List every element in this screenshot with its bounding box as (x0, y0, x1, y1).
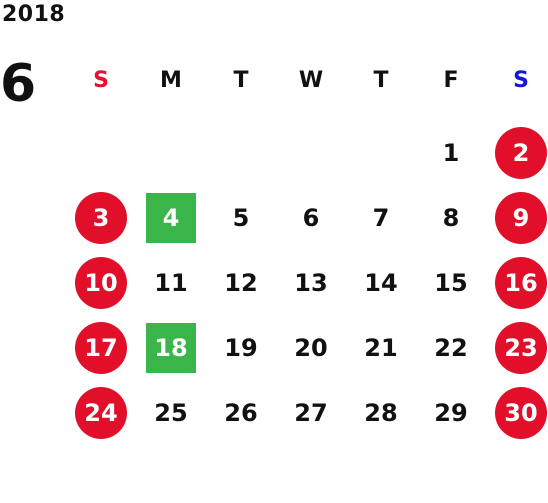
day-number: 1 (442, 138, 460, 167)
day-cell[interactable]: 13 (276, 250, 346, 315)
holiday-day-marker: 17 (75, 321, 127, 374)
day-cell[interactable]: 11 (136, 250, 206, 315)
day-cell[interactable]: 26 (206, 380, 276, 445)
day-number: 13 (294, 268, 328, 297)
day-number: 15 (434, 268, 468, 297)
weekday-header-thu: T (373, 67, 389, 93)
weekday-header-tue: T (233, 67, 249, 93)
day-cell[interactable]: 25 (136, 380, 206, 445)
empty-day-cell (276, 120, 346, 185)
holiday-day-marker: 16 (495, 256, 547, 309)
day-number: 8 (442, 203, 460, 232)
day-cell[interactable]: 28 (346, 380, 416, 445)
day-number: 21 (364, 333, 398, 362)
day-number: 14 (364, 268, 398, 297)
day-cell[interactable]: 24 (66, 380, 136, 445)
day-number: 22 (434, 333, 468, 362)
day-number: 5 (232, 203, 250, 232)
day-cell[interactable]: 1 (416, 120, 486, 185)
weekday-header-sun: S (93, 67, 109, 93)
day-cell[interactable]: 22 (416, 315, 486, 380)
holiday-day-marker: 2 (495, 126, 547, 179)
day-number: 28 (364, 398, 398, 427)
day-cell[interactable]: 10 (66, 250, 136, 315)
day-cell[interactable]: 2 (486, 120, 548, 185)
holiday-day-marker: 30 (495, 386, 547, 439)
day-cell[interactable]: 19 (206, 315, 276, 380)
empty-day-cell (346, 120, 416, 185)
highlighted-day-marker: 18 (146, 322, 196, 373)
day-number: 11 (154, 268, 188, 297)
day-cell[interactable]: 29 (416, 380, 486, 445)
day-number: 20 (294, 333, 328, 362)
day-cell[interactable]: 27 (276, 380, 346, 445)
day-cell[interactable]: 7 (346, 185, 416, 250)
day-number: 7 (372, 203, 390, 232)
day-number: 26 (224, 398, 258, 427)
day-cell[interactable]: 4 (136, 185, 206, 250)
day-cell[interactable]: 30 (486, 380, 548, 445)
day-number: 12 (224, 268, 258, 297)
month-label: 6 (0, 54, 37, 114)
day-cell[interactable]: 16 (486, 250, 548, 315)
day-cell[interactable]: 18 (136, 315, 206, 380)
weekday-header-sat: S (513, 67, 529, 93)
weekday-header-wed: W (298, 67, 324, 93)
empty-day-cell (206, 120, 276, 185)
day-cell[interactable]: 23 (486, 315, 548, 380)
holiday-day-marker: 24 (75, 386, 127, 439)
day-cell[interactable]: 12 (206, 250, 276, 315)
day-cell[interactable]: 20 (276, 315, 346, 380)
day-cell[interactable]: 6 (276, 185, 346, 250)
holiday-day-marker: 10 (75, 256, 127, 309)
day-cell[interactable]: 21 (346, 315, 416, 380)
day-cell[interactable]: 3 (66, 185, 136, 250)
empty-day-cell (66, 120, 136, 185)
day-cell[interactable]: 8 (416, 185, 486, 250)
day-cell[interactable]: 14 (346, 250, 416, 315)
holiday-day-marker: 23 (495, 321, 547, 374)
holiday-day-marker: 3 (75, 191, 127, 244)
day-number: 25 (154, 398, 188, 427)
weekday-header-mon: M (160, 67, 182, 93)
day-cell[interactable]: 5 (206, 185, 276, 250)
day-number: 6 (302, 203, 320, 232)
holiday-day-marker: 9 (495, 191, 547, 244)
highlighted-day-marker: 4 (146, 192, 196, 243)
empty-day-cell (136, 120, 206, 185)
day-cell[interactable]: 15 (416, 250, 486, 315)
day-cell[interactable]: 17 (66, 315, 136, 380)
day-number: 19 (224, 333, 258, 362)
year-label: 2018 (2, 2, 66, 27)
day-number: 27 (294, 398, 328, 427)
weekday-header-fri: F (443, 67, 459, 93)
day-cell[interactable]: 9 (486, 185, 548, 250)
day-number: 29 (434, 398, 468, 427)
